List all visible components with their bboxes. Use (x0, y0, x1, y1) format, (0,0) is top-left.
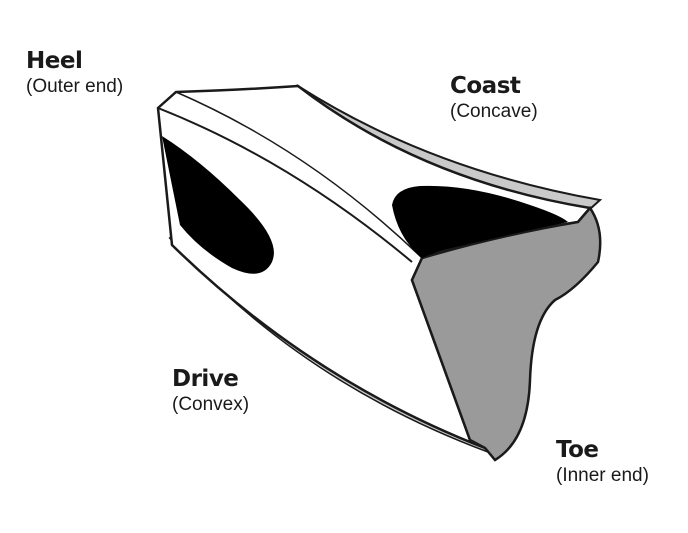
drive-label: Drive (Convex) (172, 366, 249, 416)
heel-label: Heel (Outer end) (26, 48, 123, 98)
coast-label: Coast (Concave) (450, 73, 538, 123)
toe-title: Toe (556, 437, 599, 463)
heel-subtitle: (Outer end) (26, 76, 124, 98)
toe-end-face (410, 205, 602, 462)
toe-edge-detail (577, 207, 591, 223)
toe-subtitle: (Inner end) (556, 465, 649, 487)
toe-label: Toe (Inner end) (556, 437, 649, 487)
coast-contact-pattern (392, 185, 568, 258)
coast-title: Coast (450, 73, 521, 99)
heel-rim-inner (175, 91, 423, 259)
drive-contact-pattern (162, 136, 274, 274)
heel-title: Heel (26, 48, 83, 74)
heel-rim (157, 107, 413, 263)
drive-title: Drive (172, 366, 239, 392)
coast-subtitle: (Concave) (450, 101, 538, 123)
drive-subtitle: (Convex) (172, 394, 250, 416)
